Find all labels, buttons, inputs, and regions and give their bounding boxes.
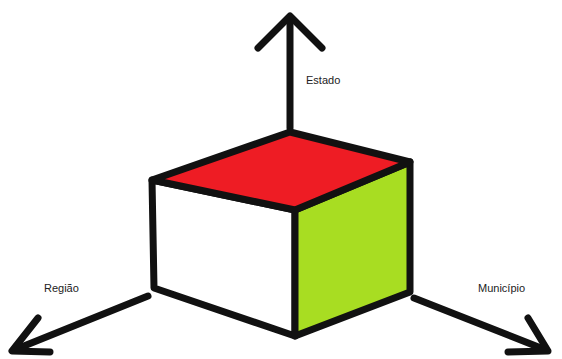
cube-top-face xyxy=(152,132,410,210)
axis-label-left: Região xyxy=(44,282,79,295)
arrow-head xyxy=(12,318,50,352)
axis-label-right: Município xyxy=(478,282,525,295)
axis-label-up: Estado xyxy=(306,74,340,87)
arrow-head xyxy=(508,318,548,352)
axis-arrow xyxy=(414,298,546,350)
arrow-head xyxy=(258,16,322,48)
axis-arrow xyxy=(287,18,294,128)
